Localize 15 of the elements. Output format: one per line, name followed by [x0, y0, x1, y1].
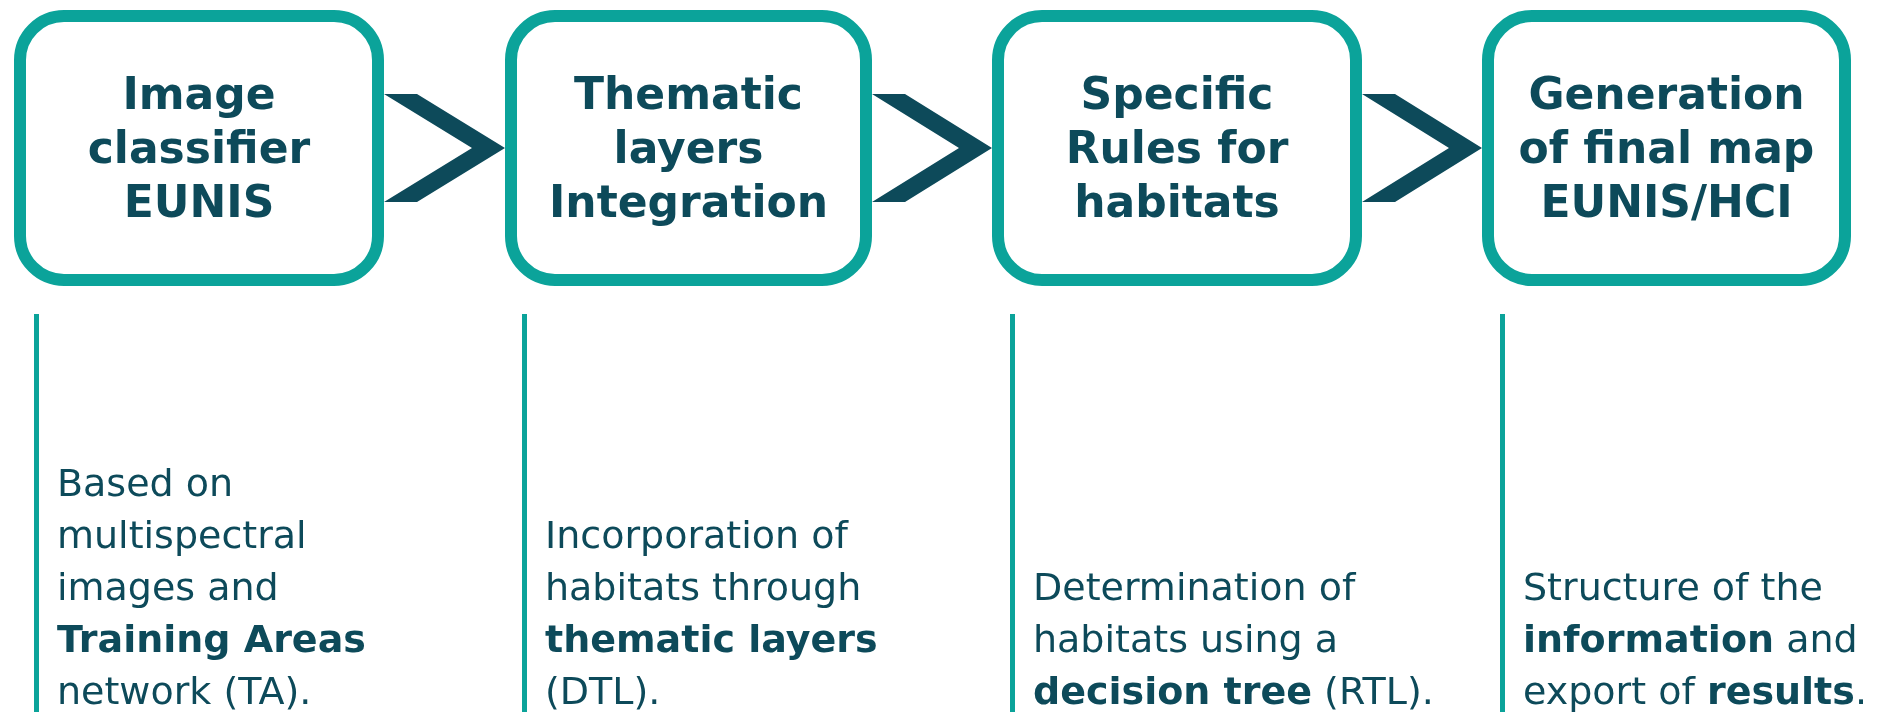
- step-title: Specific Rules for habitats: [1064, 67, 1290, 229]
- step-title: Thematic layers Integration: [547, 67, 830, 229]
- step-description: Incorporation of habitats through thematic layers (DTL).: [545, 512, 879, 715]
- chevron-arrow: [384, 94, 505, 202]
- rounded-box: [14, 10, 384, 286]
- chevron-arrow: [1362, 94, 1482, 202]
- step-title: Generation of final map EUNIS/HCI: [1517, 67, 1816, 229]
- rounded-box: [505, 10, 872, 286]
- chevron-arrow: [872, 94, 992, 202]
- step-description: Determination of habitats using a decision tree (RTL).: [1033, 564, 1435, 715]
- rounded-box: [1482, 10, 1851, 286]
- rounded-box: [992, 10, 1362, 286]
- step-description: Structure of the information and export of results.: [1523, 564, 1868, 715]
- step-title: Image classifier EUNIS: [86, 67, 312, 229]
- step-description: Based on multispectral images and Training Areas network (TA).: [57, 460, 367, 715]
